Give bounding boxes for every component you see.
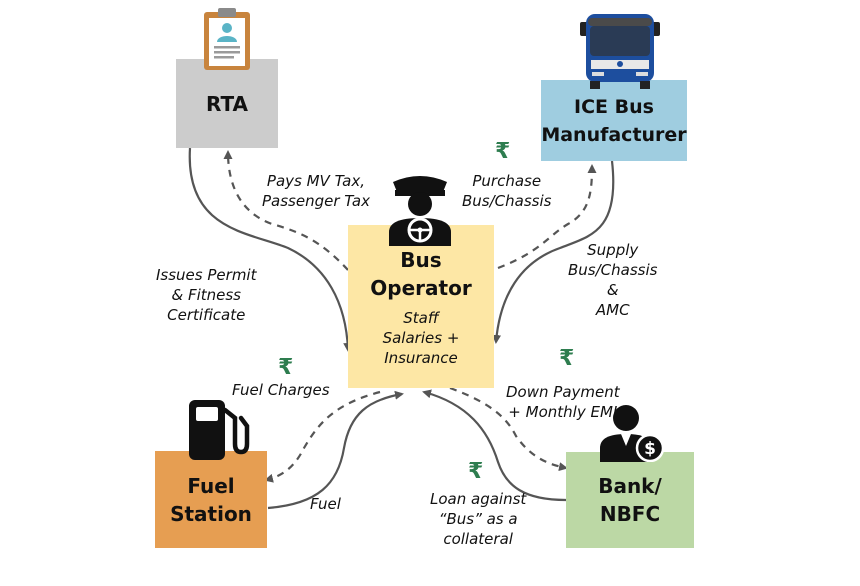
operator-costs-line2: Salaries + [382,328,460,347]
operator-label-line1: Bus [400,247,442,272]
pays-tax-label: Pays MV Tax, Passenger Tax [262,171,370,211]
pays-tax-line1: Pays MV Tax, [266,172,366,190]
arrow-loan [422,389,567,502]
loan-label: Loan against “Bus” as a collateral [430,489,526,549]
issues-permit-line2: & Fitness [171,286,241,304]
loan-line3: collateral [443,530,513,548]
purchase-line1: Purchase [472,172,542,190]
arrow-permit [188,147,353,352]
supply-line3: & [606,281,619,299]
ice-bus-label-line2: Manufacturer [541,123,687,146]
arrow-fuel-charges [264,390,381,483]
issues-permit-label: Issues Permit & Fitness Certificate [156,265,256,325]
bank-label-line1: Bank/ [598,474,662,498]
supply-line2: Bus/Chassis [568,261,658,279]
supply-line4: AMC [595,301,630,319]
issues-permit-line1: Issues Permit [156,266,257,284]
arrow-purchase [497,164,597,270]
bus-operator-box: Bus Operator Staff Salaries + Insurance [348,225,494,388]
ice-bus-label-line1: ICE Bus [574,95,654,118]
banker-icon: $ [600,405,665,462]
clipboard-icon [204,8,250,70]
driver-icon [389,176,451,246]
operator-costs-line1: Staff [403,308,439,327]
supply-label: Supply Bus/Chassis & AMC [568,240,657,320]
fuel-label: Fuel [310,495,341,513]
purchase-line2: Bus/Chassis [462,192,552,210]
down-payment-line2: + Monthly EMI [508,403,618,421]
fuel-station-label-line2: Station [170,501,252,526]
arrow-fuel [267,390,404,510]
bank-nbfc-box: Bank/ NBFC [566,452,694,548]
rupee-icon-loan: ₹ [468,459,484,484]
operator-costs: Staff Salaries + Insurance [383,308,460,368]
rupee-icon-fuel: ₹ [278,355,294,380]
issues-permit-line3: Certificate [167,306,246,324]
down-payment-line1: Down Payment [506,383,620,401]
arrow-supply [492,160,615,344]
operator-label-line2: Operator [370,275,472,300]
fuel-station-box: Fuel Station [155,451,267,548]
arrow-pays-tax [223,150,349,271]
rupee-icon-purchase: ₹ [495,139,511,164]
pays-tax-line2: Passenger Tax [262,192,370,210]
down-payment-label: Down Payment + Monthly EMI [506,382,620,422]
fuel-station-label-line1: Fuel [187,473,235,498]
rupee-icon-emi: ₹ [559,346,575,371]
supply-line1: Supply [587,241,639,259]
rta-box: RTA [176,59,278,148]
fuel-pump-icon [189,400,250,460]
operator-costs-line3: Insurance [384,348,458,367]
loan-line2: “Bus” as a [438,510,518,528]
purchase-label: Purchase Bus/Chassis [462,171,551,211]
fuel-charges-label: Fuel Charges [232,381,330,399]
ice-bus-manufacturer-box: ICE Bus Manufacturer [541,80,687,161]
loan-line1: Loan against [430,490,527,508]
bank-label-line2: NBFC [599,502,661,526]
arrow-down-payment [449,386,568,472]
svg-text:$: $ [644,439,656,459]
bus-icon [580,14,660,89]
rta-label: RTA [205,91,249,116]
